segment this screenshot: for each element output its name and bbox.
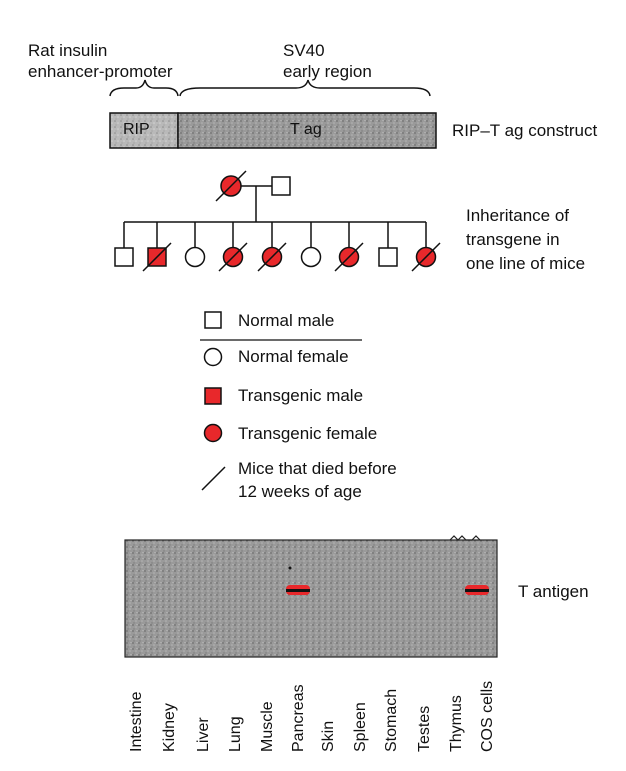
blot-band-pancreas <box>286 585 310 595</box>
promoter-brace <box>109 79 179 97</box>
lane-label-thymus: Thymus <box>448 695 465 752</box>
lane-label-pancreas: Pancreas <box>290 684 307 752</box>
legend-died-slash-icon <box>201 466 226 491</box>
offspring-2-transgenic-male-died <box>142 242 172 272</box>
lane-label-skin: Skin <box>320 720 337 752</box>
legend-transgenic-male-icon <box>204 387 222 405</box>
offspring-8-normal-male <box>378 247 398 267</box>
offspring-5-transgenic-female-died <box>257 242 287 272</box>
pedigree-lines <box>123 185 427 248</box>
legend-normal-male-icon <box>204 311 222 329</box>
tag-box <box>177 112 437 149</box>
lane-label-kidney: Kidney <box>161 703 178 752</box>
legend-died-line2: 12 weeks of age <box>238 482 362 501</box>
legend-normal-female-icon <box>203 347 223 367</box>
region-brace <box>179 79 431 97</box>
blot-band-cos-cells <box>465 585 489 595</box>
tag-box-label: T ag <box>290 121 322 138</box>
lane-label-spleen: Spleen <box>352 702 369 752</box>
offspring-1-normal-male <box>114 247 134 267</box>
t-antigen-label: T antigen <box>518 582 589 601</box>
construct-label: RIP–T ag construct <box>452 121 598 140</box>
promoter-label-line1: Rat insulin <box>28 41 108 60</box>
legend-transgenic-female: Transgenic female <box>238 424 378 443</box>
region-label-line2: early region <box>283 62 372 81</box>
lane-label-muscle: Muscle <box>259 701 276 752</box>
lane-label-intestine: Intestine <box>128 691 145 752</box>
lane-label-testes: Testes <box>416 705 433 752</box>
offspring-3-normal-female <box>184 246 206 268</box>
legend-normal-female: Normal female <box>238 347 349 366</box>
region-label-line1: SV40 <box>283 41 325 60</box>
lane-label-cos-cells: COS cells <box>479 680 496 752</box>
blot-membrane <box>124 539 498 658</box>
offspring-7-transgenic-female-died <box>334 242 364 272</box>
rip-box <box>109 112 179 149</box>
legend-transgenic-female-icon <box>203 423 223 443</box>
offspring-6-normal-female <box>300 246 322 268</box>
pedigree-caption-line2: transgene in <box>466 230 560 249</box>
promoter-label-line2: enhancer-promoter <box>28 62 173 81</box>
legend-normal-male: Normal male <box>238 311 335 330</box>
pedigree-caption-line3: one line of mice <box>466 254 586 273</box>
offspring-4-transgenic-female-died <box>218 242 248 272</box>
rip-box-label: RIP <box>123 121 150 138</box>
legend-died-line1: Mice that died before <box>238 459 397 478</box>
offspring-9-transgenic-female-died <box>411 242 441 272</box>
parent-transgenic-female-died <box>215 170 247 202</box>
blot-speck <box>288 566 292 570</box>
blot-torn-edge <box>449 535 481 541</box>
legend-transgenic-male: Transgenic male <box>238 386 364 405</box>
pedigree-caption-line1: Inheritance of <box>466 206 570 225</box>
lane-label-lung: Lung <box>227 716 244 752</box>
lane-label-stomach: Stomach <box>383 688 400 752</box>
lane-label-liver: Liver <box>195 717 212 752</box>
parent-normal-male <box>271 176 291 196</box>
